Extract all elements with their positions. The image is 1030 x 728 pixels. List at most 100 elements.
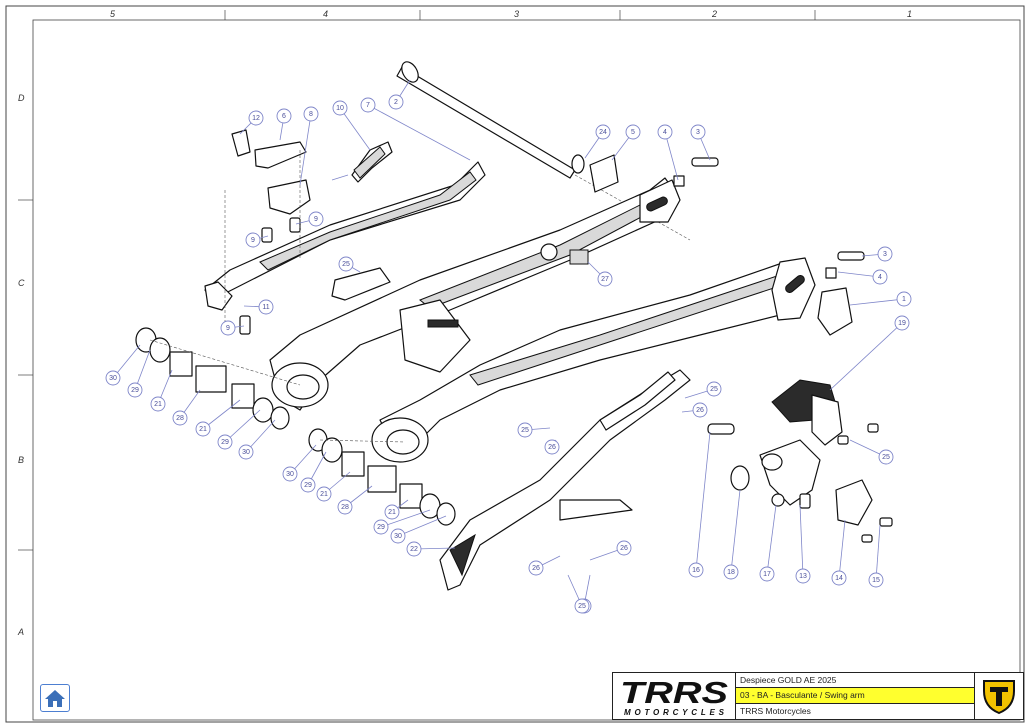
callout-16: 16	[688, 431, 711, 578]
callout-number: 9	[251, 237, 255, 244]
callout-number: 21	[388, 509, 396, 516]
callout-21: 21	[316, 471, 351, 502]
callout-number: 26	[532, 565, 540, 572]
callout-number: 29	[131, 387, 139, 394]
grid-col-4: 4	[323, 9, 329, 19]
callout-22: 22	[406, 541, 456, 557]
callout-number: 16	[692, 567, 700, 574]
callout-number: 25	[710, 386, 718, 393]
home-icon	[45, 690, 65, 707]
callout-number: 4	[878, 274, 882, 281]
callout-number: 30	[286, 471, 294, 478]
drawing-company: TRRS Motorcycles	[740, 705, 811, 716]
callout-25: 25	[849, 439, 894, 465]
callout-number: 22	[410, 546, 418, 553]
callout-number: 21	[320, 491, 328, 498]
callout-number: 15	[872, 577, 880, 584]
title-rows: Despiece GOLD AE 2025 03 - BA - Basculan…	[736, 673, 974, 719]
callout-3: 3	[861, 246, 893, 262]
callout-25: 25	[567, 574, 590, 614]
callout-number: 29	[221, 439, 229, 446]
callout-number: 12	[252, 115, 260, 122]
callout-number: 30	[109, 375, 117, 382]
grid-row-c: C	[18, 278, 25, 288]
callout-25: 25	[684, 381, 722, 399]
callout-number: 25	[578, 603, 586, 610]
logo-sub: MOTORCYCLES	[624, 708, 725, 717]
callout-24: 24	[584, 124, 611, 159]
callout-10: 10	[332, 100, 371, 151]
callout-number: 19	[898, 320, 906, 327]
callout-number: 14	[835, 575, 843, 582]
callout-30: 30	[238, 419, 276, 460]
logo-main: TRRS	[620, 675, 728, 710]
callout-26: 26	[589, 540, 632, 561]
grid-row-d: D	[18, 93, 25, 103]
callout-number: 30	[242, 449, 250, 456]
callout-25: 25	[517, 422, 551, 438]
callout-number: 28	[176, 415, 184, 422]
callout-25: 25	[338, 256, 361, 273]
callout-21: 21	[384, 499, 409, 520]
callout-3: 3	[690, 124, 711, 161]
callout-number: 1	[902, 296, 906, 303]
callout-number: 21	[199, 426, 207, 433]
callout-27: 27	[587, 261, 613, 287]
callout-4: 4	[837, 269, 888, 285]
grid-col-3: 3	[514, 9, 520, 19]
grid-row-b: B	[18, 455, 25, 465]
callout-number: 8	[309, 111, 313, 118]
callout-19: 19	[829, 315, 910, 391]
callout-number: 17	[763, 571, 771, 578]
callout-9: 9	[245, 232, 269, 248]
callout-number: 29	[304, 482, 312, 489]
grid-col-2: 2	[712, 9, 718, 19]
callout-8: 8	[299, 106, 319, 186]
callout-number: 25	[882, 454, 890, 461]
callout-26: 26	[528, 555, 561, 576]
callout-number: 27	[601, 276, 609, 283]
callout-2: 2	[388, 79, 411, 110]
callout-number: 21	[154, 401, 162, 408]
callout-number: 28	[341, 504, 349, 511]
callout-26: 26	[681, 402, 708, 418]
callout-18: 18	[723, 489, 741, 580]
callout-28: 28	[337, 485, 373, 515]
grid-row-a: A	[18, 627, 25, 637]
trrs-logo: TRRS MOTORCYCLES	[613, 673, 736, 719]
callout-29: 29	[373, 509, 431, 535]
callout-number: 25	[342, 261, 350, 268]
callout-number: 7	[366, 102, 370, 109]
brake-pedal	[204, 129, 486, 335]
swing-arm	[269, 177, 816, 463]
callout-7: 7	[360, 97, 471, 161]
callout-9: 9	[295, 211, 324, 227]
chain-slider	[771, 379, 879, 446]
callout-21: 21	[195, 399, 241, 437]
callout-29: 29	[300, 451, 327, 493]
callout-number: 29	[377, 524, 385, 531]
callout-21: 21	[150, 369, 173, 412]
title-block: TRRS MOTORCYCLES Despiece GOLD AE 2025 0…	[612, 672, 1024, 720]
callout-1: 1	[849, 291, 912, 307]
callout-28: 28	[172, 389, 201, 426]
callout-number: 3	[883, 251, 887, 258]
callout-number: 6	[282, 113, 286, 120]
drawing-subtitle: 03 - BA - Basculante / Swing arm	[736, 688, 974, 704]
callout-number: 24	[599, 129, 607, 136]
caliper-support	[707, 423, 893, 543]
callout-number: 9	[226, 325, 230, 332]
callout-number: 4	[663, 129, 667, 136]
home-button[interactable]	[40, 684, 70, 712]
callout-number: 26	[548, 444, 556, 451]
callout-30: 30	[390, 515, 447, 544]
callout-5: 5	[611, 124, 641, 161]
drawing-title: Despiece GOLD AE 2025	[736, 673, 974, 689]
callout-30: 30	[105, 344, 141, 386]
chain-guide	[439, 369, 691, 591]
callout-number: 3	[696, 129, 700, 136]
callout-number: 13	[799, 573, 807, 580]
callout-number: 26	[620, 545, 628, 552]
